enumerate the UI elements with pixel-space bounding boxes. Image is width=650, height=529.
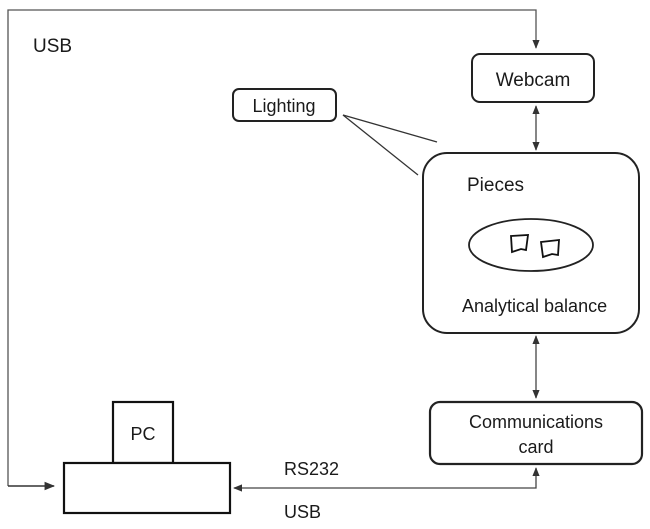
lighting-beam-lower [342, 114, 419, 176]
communications-card-label-line2: card [518, 437, 553, 457]
lighting-beam-upper [342, 114, 438, 143]
webcam-label: Webcam [496, 70, 571, 91]
piece-icon-1 [510, 234, 530, 254]
pieces-label: Pieces [467, 175, 524, 196]
usb-top-label: USB [33, 36, 72, 57]
usb-connector-line [7, 9, 540, 486]
rs232-label: RS232 [284, 459, 339, 479]
communications-card-label-line1: Communications [469, 412, 603, 432]
pc-base-box [62, 461, 232, 515]
lighting-box [232, 88, 337, 122]
balance-plate [468, 218, 594, 272]
webcam-box [471, 53, 595, 103]
serial-connector-line [233, 467, 540, 492]
communications-card-box [428, 400, 644, 466]
usb-bottom-label: USB [284, 502, 321, 522]
analytical-balance-label: Analytical balance [462, 296, 607, 316]
pc-label: PC [130, 424, 155, 444]
piece-icon-2 [539, 238, 560, 259]
lighting-label: Lighting [252, 96, 315, 116]
